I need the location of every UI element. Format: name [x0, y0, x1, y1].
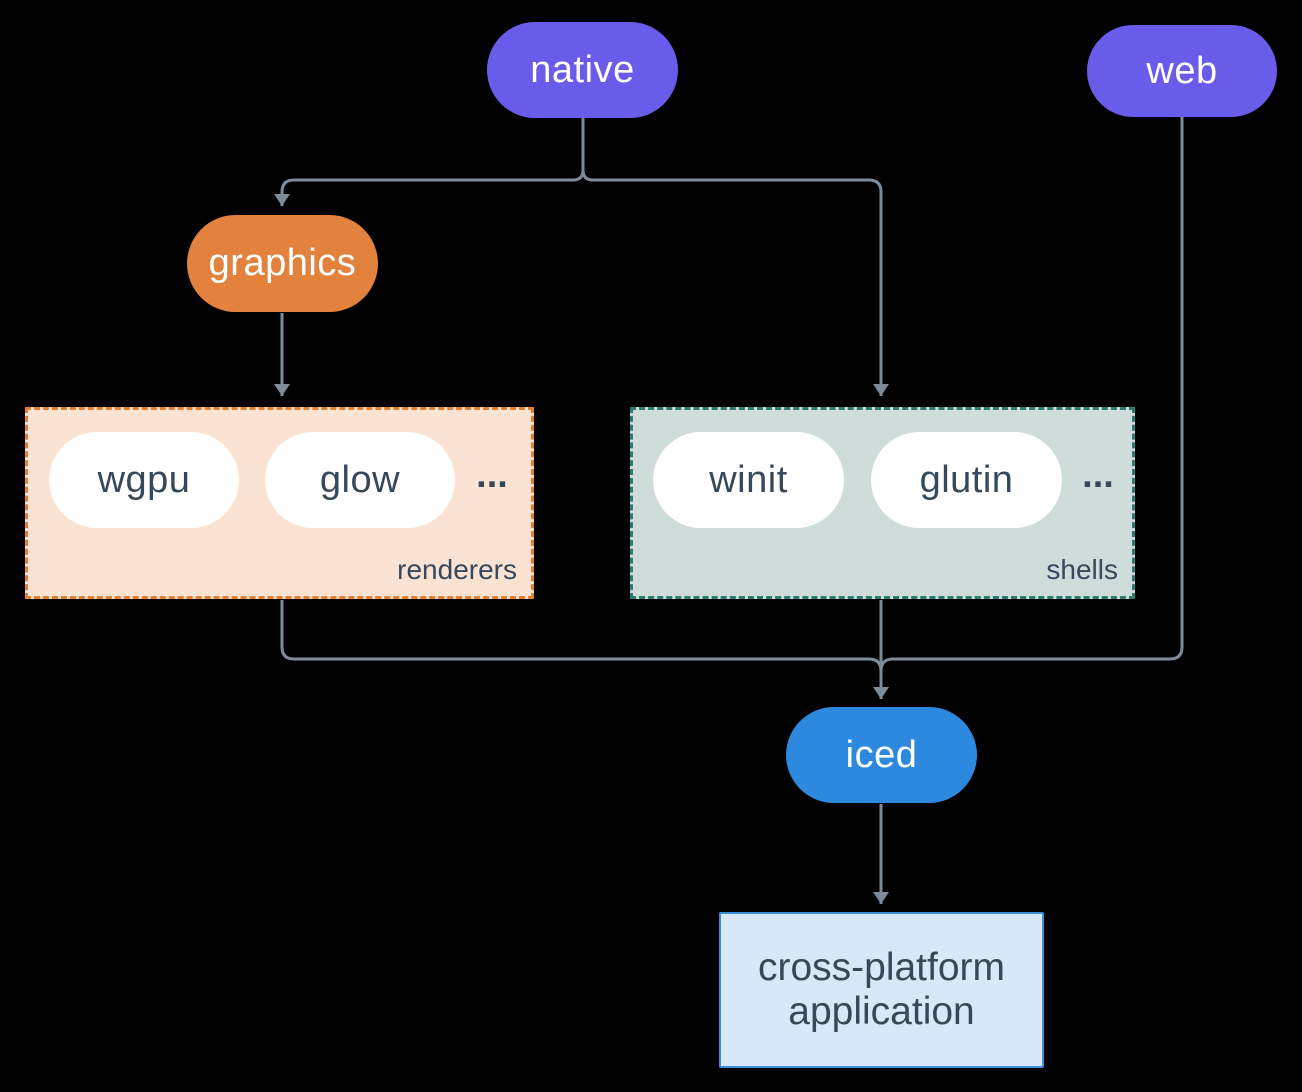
group-shells-label: shells [1046, 554, 1118, 585]
node-winit: winit [653, 432, 844, 528]
node-cross-platform-application: cross-platform application [719, 912, 1044, 1068]
node-iced: iced [786, 707, 977, 803]
node-glutin-label: glutin [919, 458, 1014, 501]
node-graphics: graphics [187, 215, 378, 312]
node-native-label: native [530, 48, 635, 91]
node-wgpu: wgpu [49, 432, 239, 528]
node-glow-label: glow [319, 458, 401, 501]
node-web-label: web [1146, 49, 1218, 92]
application-label-line2: application [788, 990, 975, 1033]
application-label-line1: cross-platform [757, 946, 1006, 989]
node-iced-label: iced [845, 733, 918, 776]
edge-native-to-shells [581, 118, 889, 396]
node-wgpu-label: wgpu [97, 458, 191, 501]
renderers-more-ellipsis: ... [476, 454, 508, 497]
node-winit-label: winit [709, 458, 788, 501]
node-web: web [1087, 25, 1277, 117]
node-native: native [487, 22, 678, 118]
node-glow: glow [265, 432, 455, 528]
node-graphics-label: graphics [208, 242, 357, 284]
edge-native-to-graphics [274, 118, 585, 206]
group-renderers-label: renderers [397, 554, 517, 585]
node-glutin: glutin [871, 432, 1062, 528]
edge-renderers-to-iced [280, 600, 883, 672]
shells-more-ellipsis: ... [1082, 454, 1114, 497]
